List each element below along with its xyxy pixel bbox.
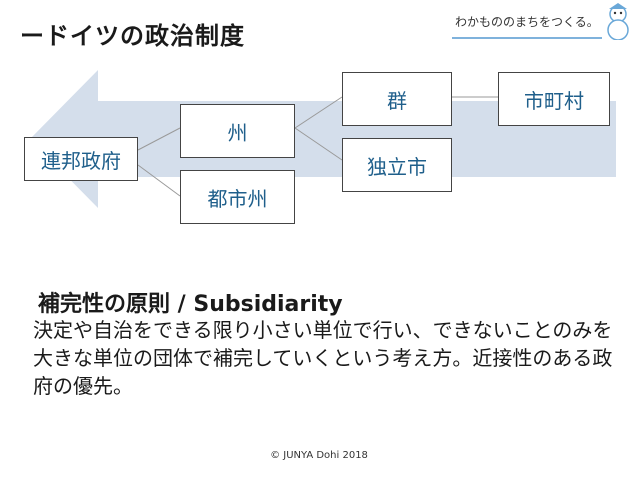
node-federal-government: 連邦政府 — [24, 137, 138, 181]
node-label: 群 — [387, 88, 407, 113]
connector-lines — [137, 96, 498, 197]
node-label: 都市州 — [207, 186, 268, 211]
page-title: ードイツの政治制度 — [20, 22, 245, 50]
node-municipality: 市町村 — [498, 72, 610, 126]
node-label: 独立市 — [367, 154, 427, 179]
subsidiarity-description: 決定や自治をできる限り小さい単位で行い、できないことのみを大きな単位の団体で補完… — [33, 318, 613, 398]
node-county: 群 — [342, 72, 452, 126]
node-label: 市町村 — [524, 88, 584, 113]
snowman-logo-icon — [607, 3, 629, 40]
brand-header: わかもののまちをつくる。 — [452, 3, 602, 39]
brand-tagline: わかもののまちをつくる。 — [455, 15, 599, 29]
node-independent-city: 独立市 — [342, 138, 452, 192]
background-arrow — [30, 70, 616, 208]
subsidiarity-heading: 補完性の原則 / Subsidiarity — [38, 292, 343, 317]
copyright-footer: © JUNYA Dohi 2018 — [270, 450, 368, 461]
hierarchy-diagram — [30, 70, 616, 208]
node-state: 州 — [180, 104, 295, 158]
node-label: 連邦政府 — [41, 148, 121, 173]
node-label: 州 — [227, 120, 248, 145]
node-city-state: 都市州 — [180, 170, 295, 224]
